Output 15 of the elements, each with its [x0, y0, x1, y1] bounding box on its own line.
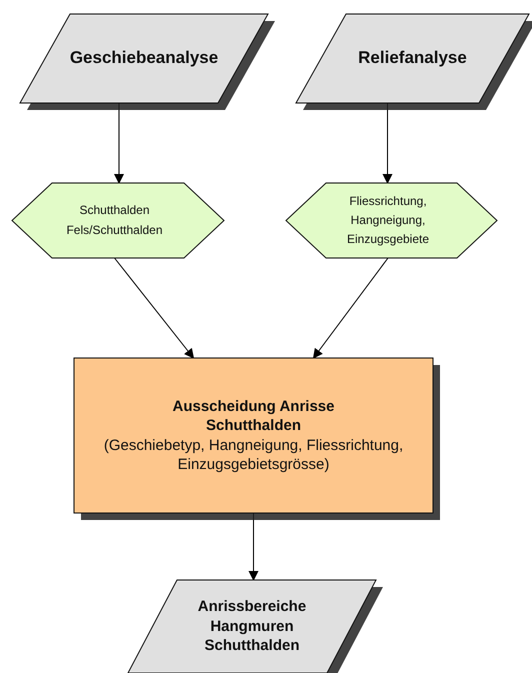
node-title: Anrissbereiche Hangmuren Schutthalden — [196, 597, 308, 656]
node-text: Fliessrichtung, Hangneigung, Einzugsgebiete — [346, 192, 430, 248]
input-parallelogram — [20, 14, 275, 110]
intermediate-hexagon — [286, 183, 497, 258]
node-title: Reliefanalyse — [358, 46, 467, 69]
node-text: (Geschiebetyp, Hangneigung, Fliessrichtung, Einzugsgebietsgrösse) — [102, 436, 404, 474]
process-box — [74, 358, 440, 520]
intermediate-hexagon — [12, 183, 224, 258]
node-title: Geschiebeanalyse — [70, 46, 218, 69]
node-text: Schutthalden Fels/Schutthalden — [65, 202, 164, 238]
input-parallelogram — [296, 14, 532, 110]
node-title: Ausscheidung Anrisse Schutthalden — [172, 396, 336, 436]
output-parallelogram — [128, 580, 383, 673]
arrow — [312, 258, 388, 359]
arrow — [114, 258, 194, 359]
